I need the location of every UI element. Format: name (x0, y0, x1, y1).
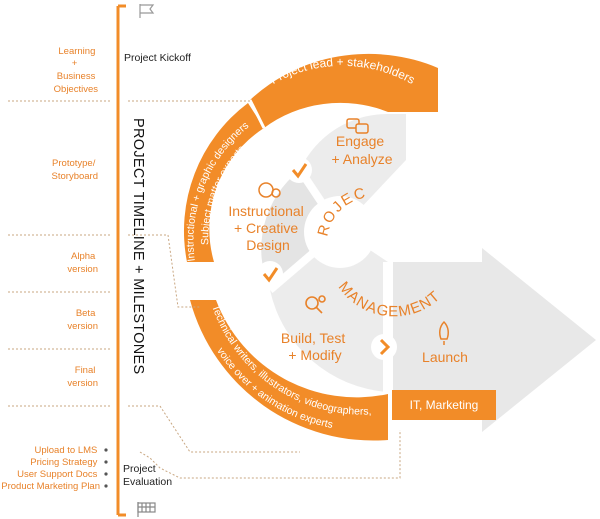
segment-launch-label: Launch (422, 349, 468, 365)
brain-gears-icon (258, 182, 281, 198)
segment-build-bg (270, 230, 388, 392)
milestone-alpha-1: Alpha (71, 251, 96, 262)
timeline-end-label-2: Evaluation (123, 476, 172, 488)
milestone-alpha-2: version (67, 264, 98, 275)
finish-flag-icon (137, 502, 156, 517)
launch-arrow (388, 248, 596, 432)
svg-text:Beta version: Beta version (67, 308, 98, 332)
flag-icon (139, 4, 155, 18)
check-badge-2 (257, 261, 283, 287)
milestone-learning-2: + (72, 58, 78, 69)
magnifier-gear-icon (305, 295, 326, 314)
timeline-end-label-1: Project (123, 463, 156, 475)
segment-engage-label-1: Engage (336, 133, 384, 149)
segment-build-label-2: + Modify (288, 347, 341, 363)
deliverable-marketing-plan: Product Marketing Plan (1, 481, 100, 492)
band-divider-top (248, 99, 266, 129)
check-badge-1 (286, 157, 312, 183)
band-top (250, 53, 438, 129)
deliverable-lms: Upload to LMS (35, 445, 98, 456)
check-icon (262, 267, 279, 283)
chevron-right-icon (379, 338, 391, 356)
milestone-beta-1: Beta (76, 308, 96, 319)
segment-build-label-1: Build, Test (281, 330, 345, 346)
milestone-prototype-2: Storyboard (52, 171, 98, 182)
band-launch-label: IT, Marketing (410, 398, 479, 412)
segment-design-bg (261, 170, 340, 290)
segment-design-label-1: Instructional (228, 203, 303, 219)
band-left (183, 103, 264, 262)
svg-text:Instructional + Creative: Instructional + Creative Design (228, 203, 307, 253)
milestone-prototype-1: Prototype/ (52, 158, 96, 169)
band-launch (392, 390, 496, 420)
band-divider-bottom (184, 261, 192, 301)
conversation-icon (346, 118, 369, 134)
milestone-final-1: Final (75, 365, 96, 376)
milestone-learning-3: Business (57, 71, 96, 82)
divider-2 (197, 285, 271, 305)
rocket-icon (439, 320, 449, 345)
milestone-separators (8, 100, 401, 479)
timeline-start-label: Project Kickoff (124, 52, 191, 64)
segment-design-label-3: Design (246, 237, 290, 253)
band-bottom (190, 300, 388, 441)
svg-text:Learning + Business: Learning + Business Objectives (54, 46, 99, 95)
svg-text:Prototype/ Storyboard: Prototype/ Storyboard (52, 158, 98, 182)
svg-text:Project Evaluation: Project Evaluation (123, 463, 172, 488)
milestone-learning-1: Learning (58, 46, 95, 57)
svg-text:Build, Test + Modify: Build, Test + Modify (281, 330, 349, 363)
chevron-badge (371, 334, 397, 360)
milestone-beta-2: version (67, 321, 98, 332)
milestone-learning-4: Objectives (54, 84, 99, 95)
timeline-title: PROJECT TIMELINE + MILESTONES (130, 118, 146, 374)
deliverable-support-docs: User Support Docs (17, 469, 98, 480)
svg-text:Alpha version: Alpha version (67, 251, 98, 275)
svg-text:Engage + Analyze: Engage + Analyze (331, 133, 392, 167)
segment-design-label-2: + Creative (234, 220, 298, 236)
center-hub (304, 196, 376, 268)
segment-engage-label-2: + Analyze (331, 151, 392, 167)
deliverable-bullets (104, 448, 108, 488)
milestone-final-2: version (67, 378, 98, 389)
svg-text:Final version: Final version (67, 365, 98, 389)
deliverable-pricing: Pricing Strategy (30, 457, 97, 468)
svg-text:Upload to LMS Pricing Stra: Upload to LMS Pricing Strategy User Supp… (1, 445, 100, 492)
check-icon (291, 163, 308, 179)
